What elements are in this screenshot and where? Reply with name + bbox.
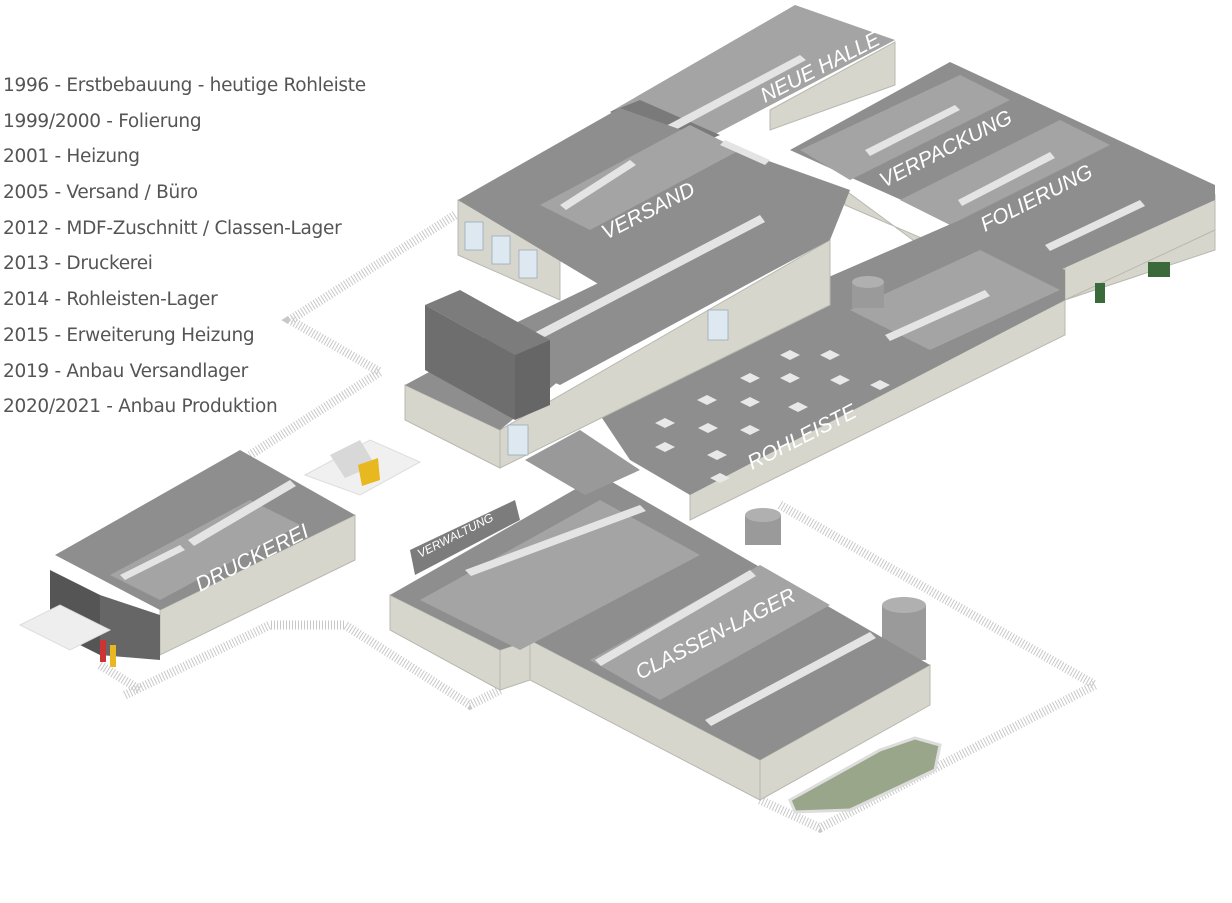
building-classen-lager: CLASSEN-LAGER VERWALTUNG <box>389 475 931 801</box>
legend-item: 2019 - Anbau Versandlager <box>3 360 248 382</box>
building-rohleiste: ROHLEISTE <box>580 220 1066 521</box>
fence-west <box>97 661 143 694</box>
flag-icon <box>110 645 116 667</box>
fences <box>97 211 1105 834</box>
connector-building <box>525 430 640 495</box>
legend-item: 1999/2000 - Folierung <box>3 110 202 132</box>
building-verpackung-folierung: VERPACKUNG FOLIERUNG <box>790 62 1216 303</box>
legend-item: 1996 - Erstbebauung - heutige Rohleiste <box>3 75 366 96</box>
building-druckerei: DRUCKEREI <box>18 450 356 667</box>
building-mdf <box>404 205 831 469</box>
lawn <box>788 736 942 814</box>
legend: 1996 - Erstbebauung - heutige Rohleiste … <box>3 72 366 429</box>
truck-parking <box>303 439 422 496</box>
legend-item: 2020/2021 - Anbau Produktion <box>3 396 278 418</box>
legend-item: 2015 - Erweiterung Heizung <box>3 324 255 346</box>
flag-icon <box>100 640 106 662</box>
legend-item: 2012 - MDF-Zuschnitt / Classen-Lager <box>3 217 342 239</box>
door <box>507 424 529 456</box>
legend-item: 2001 - Heizung <box>3 146 140 168</box>
legend-item: 2005 - Versand / Büro <box>3 182 198 204</box>
fence-east <box>758 501 1105 834</box>
truck-cab-icon <box>358 458 380 486</box>
skylights <box>655 350 890 483</box>
building-neue-halle: NEUE HALLE <box>610 5 896 150</box>
legend-item: 2014 - Rohleisten-Lager <box>3 289 218 311</box>
legend-item: 2013 - Druckerei <box>3 253 153 275</box>
